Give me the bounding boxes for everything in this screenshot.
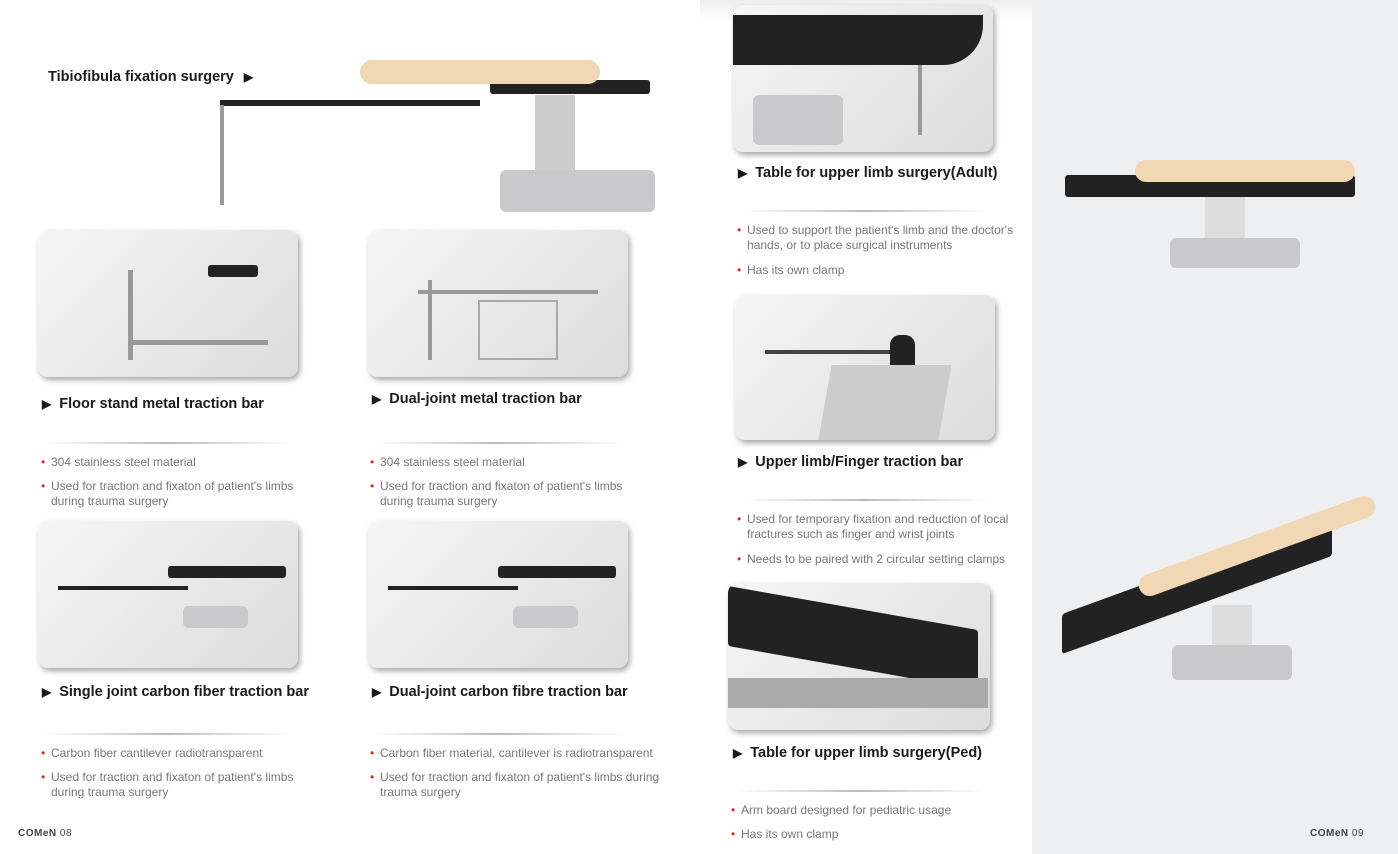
product-title: ▶Floor stand metal traction bar bbox=[42, 396, 264, 412]
bullet: Carbon fiber material, cantilever is rad… bbox=[370, 746, 653, 761]
bullet: Used for traction and fixaton of patient… bbox=[370, 479, 640, 509]
product-title: ▶Table for upper limb surgery(Adult) bbox=[738, 165, 998, 181]
divider bbox=[740, 210, 990, 212]
bullet: Used for temporary fixation and reductio… bbox=[737, 512, 1022, 542]
upper-limb-table-ped-image bbox=[728, 583, 990, 730]
bullet: 304 stainless steel material bbox=[370, 455, 525, 470]
bullet: Carbon fiber cantilever radiotransparent bbox=[41, 746, 262, 761]
divider bbox=[42, 442, 294, 444]
footer-right: COMeN 09 bbox=[1310, 828, 1365, 839]
divider bbox=[42, 733, 294, 735]
bullet: Needs to be paired with 2 circular setti… bbox=[737, 552, 1005, 567]
right-image-strip bbox=[1032, 0, 1398, 854]
table-with-patient-supine-image bbox=[1062, 492, 1382, 690]
bullet: 304 stainless steel material bbox=[41, 455, 196, 470]
bullet: Used for traction and fixaton of patient… bbox=[41, 770, 311, 800]
bullet: Used for traction and fixaton of patient… bbox=[370, 770, 665, 800]
product-title: ▶Dual-joint carbon fibre traction bar bbox=[372, 684, 628, 700]
divider bbox=[372, 733, 624, 735]
table-with-patient-prone-image bbox=[1065, 150, 1365, 275]
product-title: ▶Upper limb/Finger traction bar bbox=[738, 454, 964, 470]
floor-stand-metal-traction-bar-image bbox=[38, 230, 298, 377]
footer-left: COMeN 08 bbox=[18, 828, 73, 839]
product-title: ▶Dual-joint metal traction bar bbox=[372, 391, 582, 407]
tibiofibula-surgery-image bbox=[190, 30, 660, 215]
bullet: Arm board designed for pediatric usage bbox=[731, 803, 951, 818]
hero-title: Tibiofibula fixation surgery ▶ bbox=[48, 69, 254, 85]
bullet: Used to support the patient's limb and t… bbox=[737, 223, 1022, 253]
dual-joint-metal-traction-bar-image bbox=[368, 230, 628, 377]
single-joint-carbon-fiber-traction-bar-image bbox=[38, 521, 298, 668]
divider bbox=[740, 499, 990, 501]
upper-limb-finger-traction-bar-image bbox=[735, 295, 995, 440]
bullet: Has its own clamp bbox=[737, 263, 844, 278]
product-title: ▶Table for upper limb surgery(Ped) bbox=[733, 745, 983, 761]
upper-limb-table-adult-image bbox=[733, 5, 993, 152]
divider bbox=[735, 790, 985, 792]
product-title: ▶Single joint carbon fiber traction bar bbox=[42, 684, 309, 700]
bullet: Has its own clamp bbox=[731, 827, 838, 842]
dual-joint-carbon-fibre-traction-bar-image bbox=[368, 521, 628, 668]
divider bbox=[372, 442, 624, 444]
bullet: Used for traction and fixaton of patient… bbox=[41, 479, 311, 509]
